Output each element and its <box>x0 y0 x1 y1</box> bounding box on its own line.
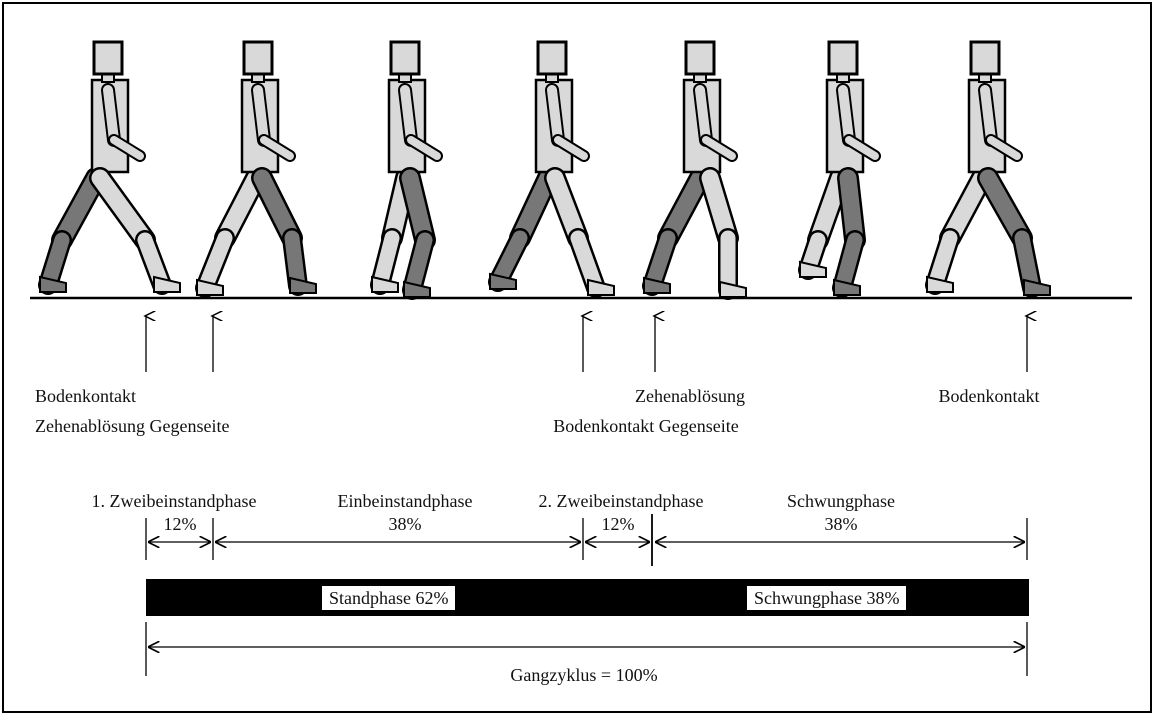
phase-name-4: Schwungphase <box>787 491 895 511</box>
figure-2-near-leg-thigh <box>253 169 301 247</box>
figure-1-arm <box>103 85 119 145</box>
figure-5-far-leg-foot <box>643 276 671 294</box>
figure-5-far-leg-shin <box>644 230 676 294</box>
figure-2-arm <box>253 85 269 145</box>
figure-1-far-leg-shin <box>40 232 70 293</box>
figure-7-far-leg-shin <box>927 230 958 293</box>
figure-5-arm <box>695 85 711 145</box>
phase-name-1: 1. Zweibeinstandphase <box>91 491 257 511</box>
figure-7-arm <box>980 85 996 145</box>
figure-2-near-leg-foot <box>289 276 317 294</box>
figure-7-forearm <box>987 136 1021 160</box>
figure-7-near-leg-foot <box>1023 278 1051 296</box>
figure-1-far-leg-foot <box>39 275 67 293</box>
figure-1-far-leg-thigh <box>53 169 105 249</box>
swing-phase-label: Schwungphase 38% <box>747 586 907 610</box>
figure-6-near-leg-foot <box>833 278 861 296</box>
figure-3-forearm <box>407 136 441 160</box>
figure-7-near-leg-shin <box>1014 230 1040 296</box>
label-zehenabloesung: Zehenablösung <box>635 386 745 406</box>
figure-5-forearm <box>702 136 736 160</box>
figure-7-far-leg-thigh <box>941 169 991 247</box>
phase-name-3: 2. Zweibeinstandphase <box>538 491 704 511</box>
figure-7-near-leg-thigh <box>979 169 1031 247</box>
label-bodenkontakt-gegenseite: Bodenkontakt Gegenseite <box>553 416 739 436</box>
figure-6-far-leg-foot <box>799 260 827 278</box>
figure-4-near-leg-shin <box>570 230 604 296</box>
figure-3-far-leg-shin <box>372 230 400 293</box>
figure-1-near-leg-thigh <box>91 169 154 249</box>
phase-percent-1: 12% <box>163 514 197 534</box>
figure-5-head <box>684 40 716 76</box>
figure-6-near-leg-thigh <box>839 169 864 249</box>
figure-4-near-leg-foot <box>587 278 615 296</box>
figure-6-forearm <box>845 136 879 160</box>
label-bodenkontakt-2: Bodenkontakt <box>938 386 1040 406</box>
figure-2-forearm <box>260 136 294 160</box>
figure-5-far-leg-thigh <box>659 169 709 247</box>
figure-4-arm <box>547 85 563 145</box>
figure-4-head <box>536 40 568 76</box>
phase-percent-3: 12% <box>601 514 635 534</box>
figure-2-far-leg-foot <box>196 278 224 296</box>
figure-4-far-leg-shin <box>490 230 528 290</box>
figure-6-head <box>827 40 859 76</box>
walking-figures <box>38 40 1051 300</box>
figure-2-far-leg-thigh <box>216 169 265 247</box>
figure-6-near-leg-shin <box>834 232 863 296</box>
figure-6-far-leg-thigh <box>809 169 849 249</box>
figure-1-near-leg-foot <box>153 275 181 293</box>
label-zehenabloesung-gegenseite: Zehenablösung Gegenseite <box>35 416 230 436</box>
figure-6-arm <box>838 85 854 145</box>
figure-5-near-leg-foot <box>719 280 747 298</box>
figure-2-head <box>242 40 274 76</box>
figure-4-far-leg-thigh <box>511 169 557 247</box>
phase-percent-4: 38% <box>824 514 858 534</box>
figure-2-near-leg-shin <box>284 230 306 294</box>
gait-cycle-label: Gangzyklus = 100% <box>510 665 658 685</box>
figure-1-forearm <box>110 136 144 160</box>
figure-3-arm <box>400 85 416 145</box>
figure-7-far-leg-foot <box>926 275 954 293</box>
figure-3-near-leg-shin <box>404 232 433 298</box>
figure-7-head <box>969 40 1001 76</box>
figure-1-head <box>92 40 124 76</box>
figure-3-near-leg-thigh <box>401 169 434 249</box>
figure-5-near-leg-thigh <box>701 169 737 247</box>
figure-3-head <box>389 40 421 76</box>
label-bodenkontakt-1: Bodenkontakt <box>35 386 136 406</box>
figure-3-near-leg-foot <box>403 280 431 298</box>
figure-4-forearm <box>554 136 588 160</box>
figure-3-far-leg-foot <box>371 275 399 293</box>
phase-percent-2: 38% <box>388 514 422 534</box>
phase-name-2: Einbeinstandphase <box>337 491 473 511</box>
figure-4-near-leg-thigh <box>546 169 587 247</box>
figure-2-far-leg-shin <box>197 230 233 296</box>
figure-4-far-leg-foot <box>489 272 517 290</box>
stance-phase-label: Standphase 62% <box>322 586 456 610</box>
